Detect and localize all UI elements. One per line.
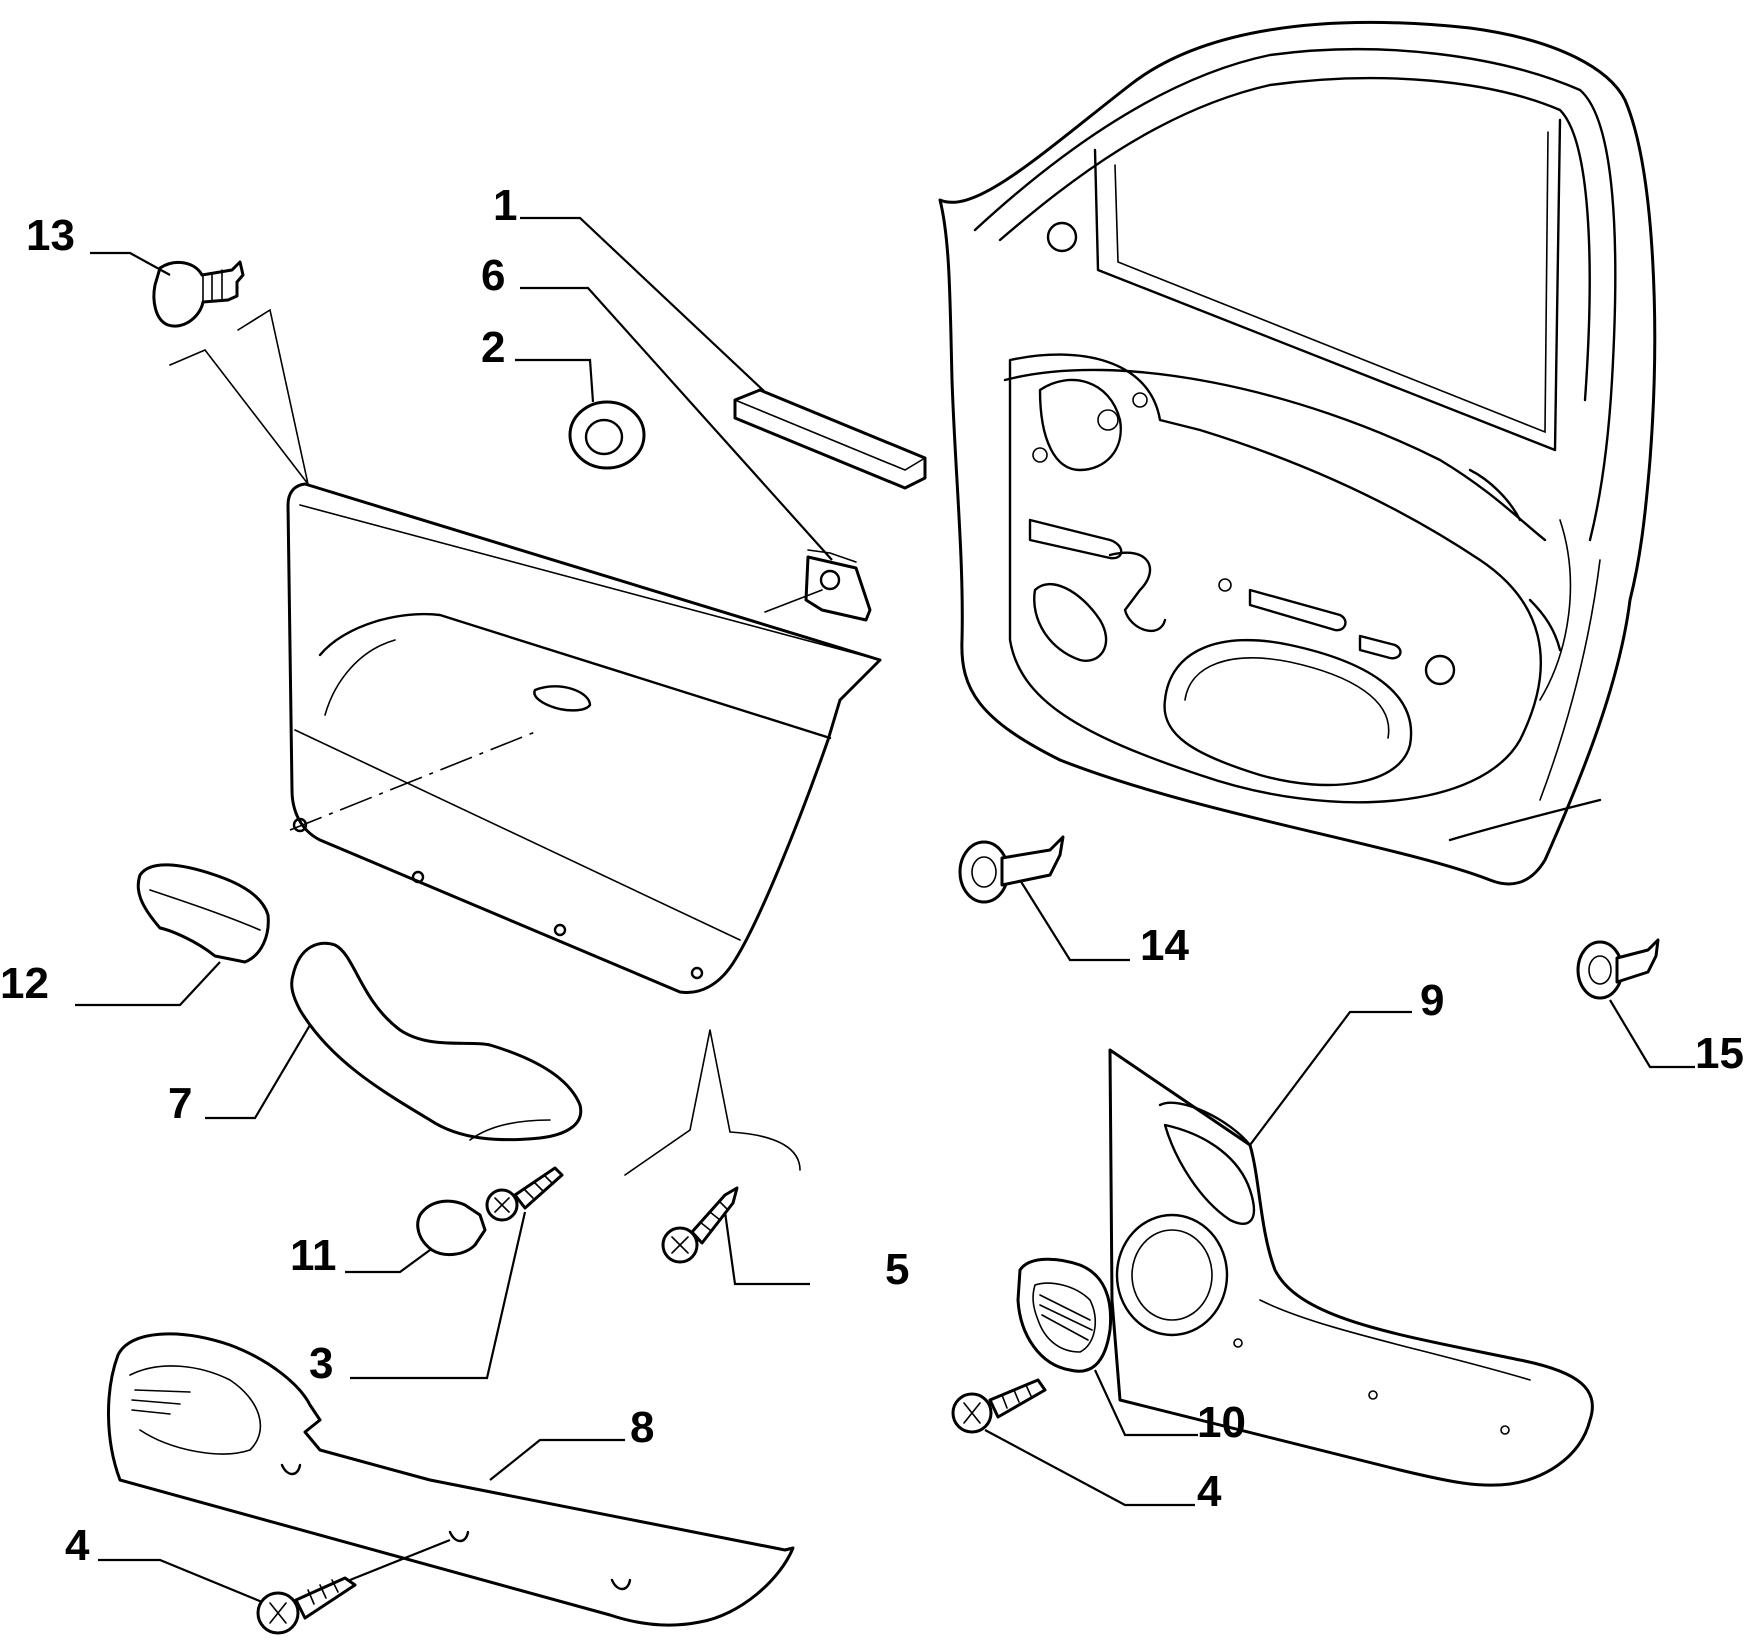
part-5-guide-lines xyxy=(624,1029,801,1176)
part-5-screw xyxy=(661,1186,739,1264)
part-10-speaker-grille xyxy=(1016,1257,1113,1373)
callout-12: 12 xyxy=(0,959,49,1008)
part-11-cap xyxy=(416,1199,487,1257)
door-trim-panel xyxy=(286,482,882,995)
callout-6: 6 xyxy=(481,251,505,300)
part-4-guide-line xyxy=(349,1538,451,1582)
part-7-handle xyxy=(290,941,583,1142)
part-12-cover xyxy=(136,863,270,964)
part-13-guide-lines xyxy=(169,308,309,485)
callout-3: 3 xyxy=(309,1339,333,1388)
callout-11: 11 xyxy=(290,1231,337,1280)
callout-5: 5 xyxy=(885,1245,909,1294)
door-shell xyxy=(938,20,1657,886)
callout-4-right: 4 xyxy=(1197,1467,1222,1516)
leader-lines xyxy=(75,216,1695,1604)
part-4-screw-right xyxy=(951,1378,1047,1434)
part-14-push-clip xyxy=(958,835,1065,904)
callout-13: 13 xyxy=(26,211,75,260)
callout-2: 2 xyxy=(481,323,505,372)
part-4-screw-lower xyxy=(256,1576,357,1635)
callout-1: 1 xyxy=(493,181,517,230)
part-9-rear-trim xyxy=(1108,1048,1594,1487)
part-8-lower-trim xyxy=(107,1332,795,1627)
callout-8: 8 xyxy=(630,1403,654,1452)
part-13-clip xyxy=(152,260,245,328)
part-2-grommet xyxy=(568,400,646,470)
part-6-clip-nut xyxy=(764,549,872,622)
part-15-push-clip xyxy=(1576,938,1660,1000)
callout-4-left: 4 xyxy=(65,1521,90,1570)
callout-9: 9 xyxy=(1420,976,1444,1025)
part-3-screw xyxy=(485,1166,564,1222)
callout-10: 10 xyxy=(1197,1398,1246,1447)
callout-14: 14 xyxy=(1140,921,1189,970)
callout-7: 7 xyxy=(168,1079,192,1128)
callout-15: 15 xyxy=(1695,1029,1744,1078)
